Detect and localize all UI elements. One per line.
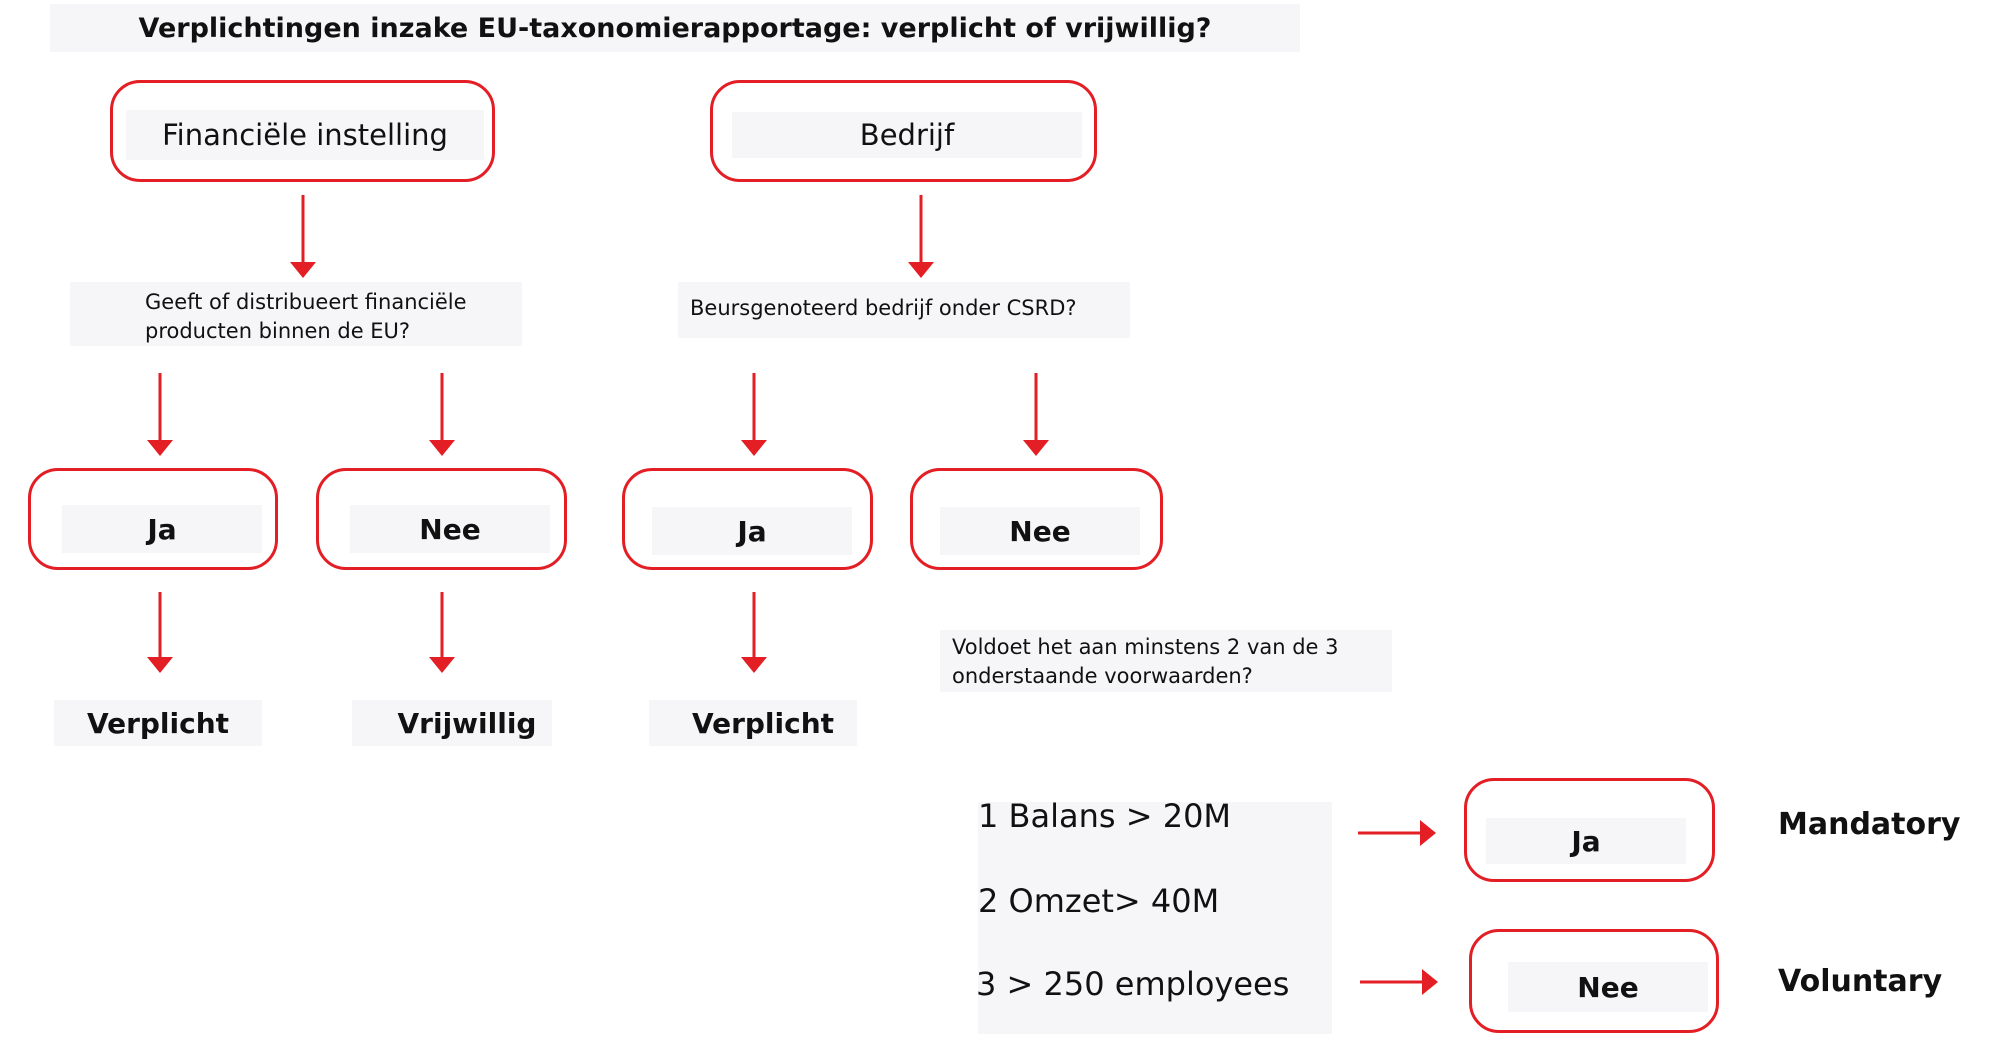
arrowhead-criteria-no [1422, 969, 1438, 995]
question-criteria: Voldoet het aan minstens 2 van de 3 onde… [940, 630, 1392, 692]
node-financial-institution-label: Financiële instelling [126, 110, 484, 160]
outcome-financial-no: Vrijwillig [352, 700, 552, 746]
question-criteria-line-1: Voldoet het aan minstens 2 van de 3 [952, 635, 1339, 659]
criterion-2: 2 Omzet> 40M [978, 882, 1220, 920]
arrowhead-company-yes-outcome [741, 657, 767, 673]
question-criteria-line-2: onderstaande voorwaarden? [952, 664, 1253, 688]
arrowhead-company-no [1023, 440, 1049, 456]
arrowhead-financial-yes-outcome [147, 657, 173, 673]
criterion-1: 1 Balans > 20M [978, 797, 1232, 835]
question-financial-line-1: Geeft of distribueert financiële [145, 290, 467, 314]
result-mandatory: Mandatory [1778, 807, 1961, 842]
node-company-no-label: Nee [940, 507, 1140, 555]
node-company-label: Bedrijf [732, 112, 1082, 158]
arrowhead-criteria-yes [1420, 820, 1436, 846]
node-company-yes-label: Ja [652, 507, 852, 555]
question-financial-line-2: producten binnen de EU? [145, 319, 411, 343]
criteria-list [978, 802, 1332, 1034]
question-financial: Geeft of distribueert financiële product… [70, 282, 522, 346]
node-criteria-yes-label: Ja [1486, 818, 1686, 864]
arrowhead-financial-yes [147, 440, 173, 456]
result-voluntary: Voluntary [1778, 964, 1943, 999]
arrowhead-company-root [908, 262, 934, 278]
outcome-company-yes: Verplicht [649, 700, 857, 746]
arrowhead-company-yes [741, 440, 767, 456]
node-criteria-no-label: Nee [1508, 962, 1708, 1012]
diagram-title: Verplichtingen inzake EU-taxonomierappor… [138, 12, 1212, 44]
question-company-text: Beursgenoteerd bedrijf onder CSRD? [690, 296, 1077, 320]
arrowhead-financial-no-outcome [429, 657, 455, 673]
question-company: Beursgenoteerd bedrijf onder CSRD? [678, 282, 1130, 338]
title-band [50, 4, 1300, 52]
arrowhead-financial-no [429, 440, 455, 456]
node-financial-yes-label: Ja [62, 505, 262, 553]
outcome-financial-yes: Verplicht [54, 700, 262, 746]
node-financial-no-label: Nee [350, 505, 550, 553]
arrowhead-financial-root [290, 262, 316, 278]
criterion-3: 3 > 250 employees [976, 965, 1290, 1003]
